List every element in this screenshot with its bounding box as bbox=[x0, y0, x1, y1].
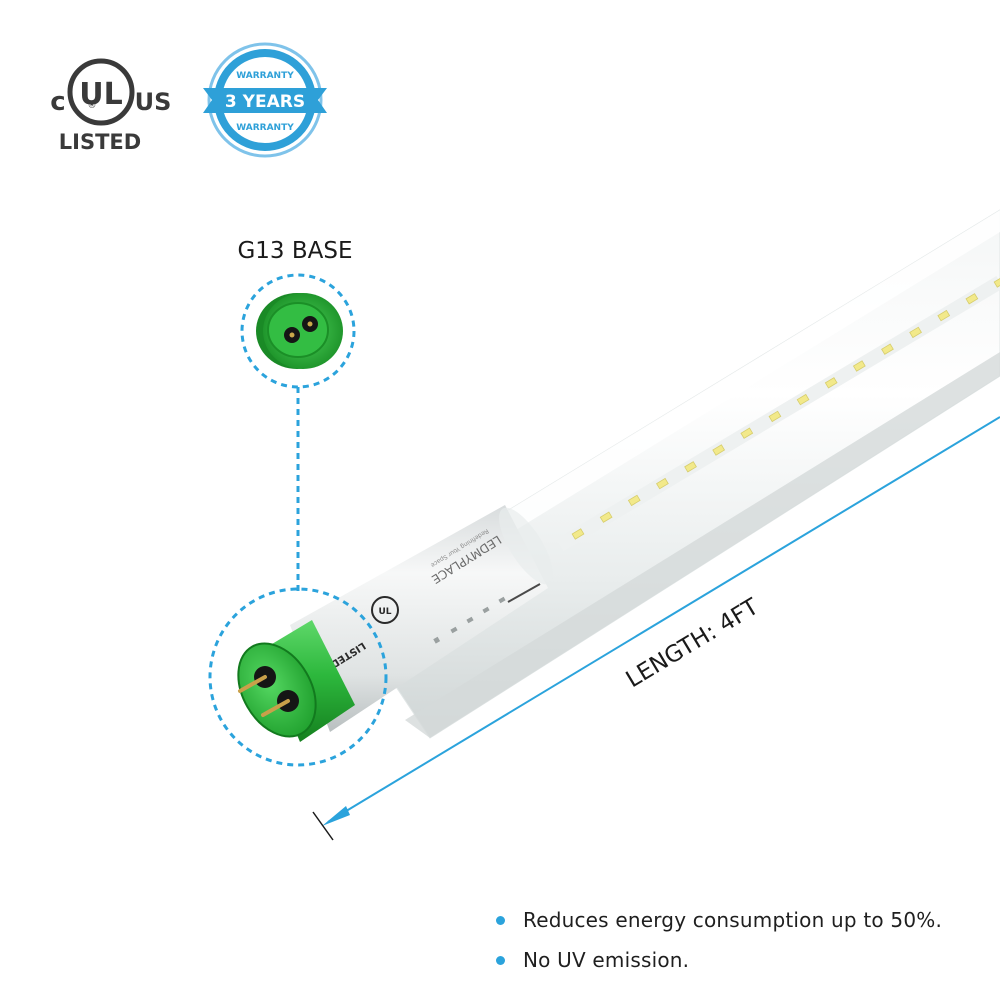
led-chip bbox=[796, 393, 810, 406]
led-chip bbox=[909, 326, 922, 339]
feature-text: Reduces energy consumption up to 50%. bbox=[523, 908, 943, 932]
tube-spec-icons bbox=[433, 596, 506, 644]
aluminum-end-section bbox=[290, 505, 548, 732]
ul-circle-icon bbox=[67, 58, 135, 126]
bullet-icon bbox=[496, 915, 505, 925]
tube-ul-mark: UL bbox=[378, 607, 391, 617]
ul-us-mark: US bbox=[135, 88, 172, 116]
led-chip bbox=[656, 477, 669, 490]
dimension-line bbox=[327, 416, 1000, 823]
ul-listed-badge: c UL ® US LISTED bbox=[50, 58, 172, 154]
led-chip bbox=[768, 410, 782, 423]
g13-base-closeup-icon bbox=[256, 293, 343, 369]
bi-pin-icon bbox=[261, 699, 290, 717]
feature-item: Reduces energy consumption up to 50%. bbox=[496, 900, 942, 940]
led-chip bbox=[712, 444, 726, 456]
base-callout-circle bbox=[240, 273, 356, 389]
led-chip bbox=[740, 427, 754, 439]
feature-text: No UV emission. bbox=[523, 948, 690, 972]
g13-base-label: G13 BASE bbox=[237, 238, 352, 264]
led-chip bbox=[599, 511, 613, 523]
dimension-arrow-icon bbox=[322, 806, 350, 826]
ul-listed-text: LISTED bbox=[59, 130, 141, 154]
led-chip bbox=[881, 343, 894, 355]
led-chip bbox=[937, 309, 951, 322]
end-cap-callout-circle bbox=[208, 587, 388, 767]
dimension-tick bbox=[312, 811, 334, 841]
ul-registered-mark: ® bbox=[88, 101, 97, 111]
ul-mark: UL bbox=[79, 77, 122, 112]
length-label: LENGTH: 4FT bbox=[622, 593, 764, 693]
feature-list: Reduces energy consumption up to 50%. No… bbox=[496, 900, 942, 980]
led-chip-row bbox=[571, 276, 1000, 540]
led-tube: LEDMYPLACE Redefining Your Space LISTED … bbox=[237, 209, 1000, 742]
tube-ul-icon bbox=[371, 596, 399, 624]
led-chip bbox=[965, 293, 979, 305]
warranty-badge: WARRANTY 3 YEARS WARRANTY bbox=[203, 42, 327, 158]
warranty-bottom-text: WARRANTY bbox=[236, 123, 294, 133]
led-chip bbox=[571, 528, 585, 540]
led-chip bbox=[824, 377, 838, 389]
end-cap-face bbox=[237, 642, 317, 738]
warranty-years-text: 3 YEARS bbox=[225, 92, 305, 112]
warranty-ribbon bbox=[203, 88, 327, 113]
led-chip bbox=[993, 276, 1000, 288]
warranty-top-text: WARRANTY bbox=[236, 71, 294, 81]
led-chip bbox=[852, 360, 866, 372]
led-chip bbox=[684, 461, 697, 473]
bullet-icon bbox=[496, 955, 505, 965]
feature-item: No UV emission. bbox=[496, 940, 942, 980]
led-chip bbox=[627, 494, 641, 507]
ul-c-mark: c bbox=[50, 87, 65, 117]
bi-pin-icon bbox=[238, 675, 267, 693]
